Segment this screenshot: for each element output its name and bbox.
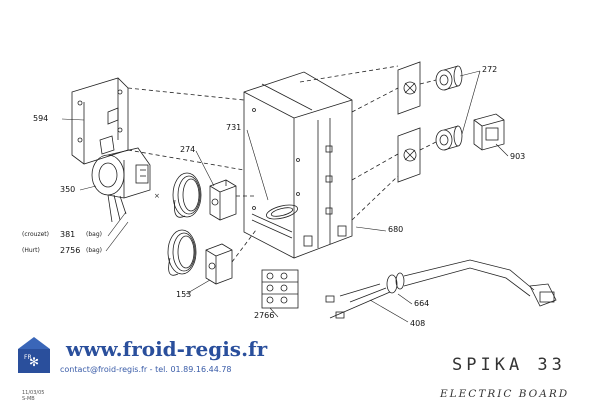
switch-panels	[397, 61, 421, 183]
part-label-153: 153	[176, 290, 192, 299]
froid-regis-logo: ✻ FR	[18, 337, 50, 373]
model-title: SPIKA 33	[452, 355, 566, 375]
part-label-903: 903	[510, 152, 526, 161]
part-label-274: 274	[180, 145, 196, 154]
gland-731	[266, 204, 298, 220]
part-label-350: 350	[60, 185, 76, 194]
svg-text:×: ×	[154, 192, 160, 200]
part-label-381: 381	[60, 230, 76, 239]
main-box-680	[243, 71, 353, 259]
date-line-1: 11/03/05	[22, 390, 45, 396]
thermostat-153	[167, 229, 233, 285]
svg-text:✻: ✻	[29, 355, 39, 369]
note-hurt: (Hurt)	[22, 247, 40, 254]
leader-lines	[61, 70, 509, 323]
note-crouzet: (crouzet)	[22, 231, 49, 238]
part-label-731: 731	[226, 123, 242, 132]
bracket-594	[71, 77, 129, 165]
svg-text:FR: FR	[24, 354, 32, 361]
website-link[interactable]: www.froid-regis.fr	[66, 337, 268, 361]
board-subtitle: ELECTRIC BOARD	[440, 388, 570, 400]
date-line-2: S-MB	[22, 396, 35, 402]
motor-350: ×	[91, 135, 160, 223]
part-label-2756: 2756	[60, 246, 81, 255]
drawing-date: 11/03/05 S-MB	[22, 390, 44, 402]
part-label-664: 664	[414, 299, 430, 308]
contact-info: contact@froid-regis.fr - tel. 01.89.16.4…	[60, 365, 232, 374]
part-label-680: 680	[388, 225, 404, 234]
note-bag-2: (bag)	[86, 247, 102, 254]
part-label-594: 594	[33, 114, 49, 123]
note-bag-1: (bag)	[86, 231, 102, 238]
part-label-408: 408	[410, 319, 426, 328]
lamps-272	[435, 65, 463, 151]
explosion-lines	[127, 65, 437, 263]
terminal-block-2766	[261, 269, 299, 309]
power-cable-664	[325, 259, 557, 319]
switch-903	[473, 113, 505, 151]
thermostat-274	[172, 172, 237, 221]
part-label-272: 272	[482, 65, 498, 74]
part-label-2766: 2766	[254, 311, 275, 320]
